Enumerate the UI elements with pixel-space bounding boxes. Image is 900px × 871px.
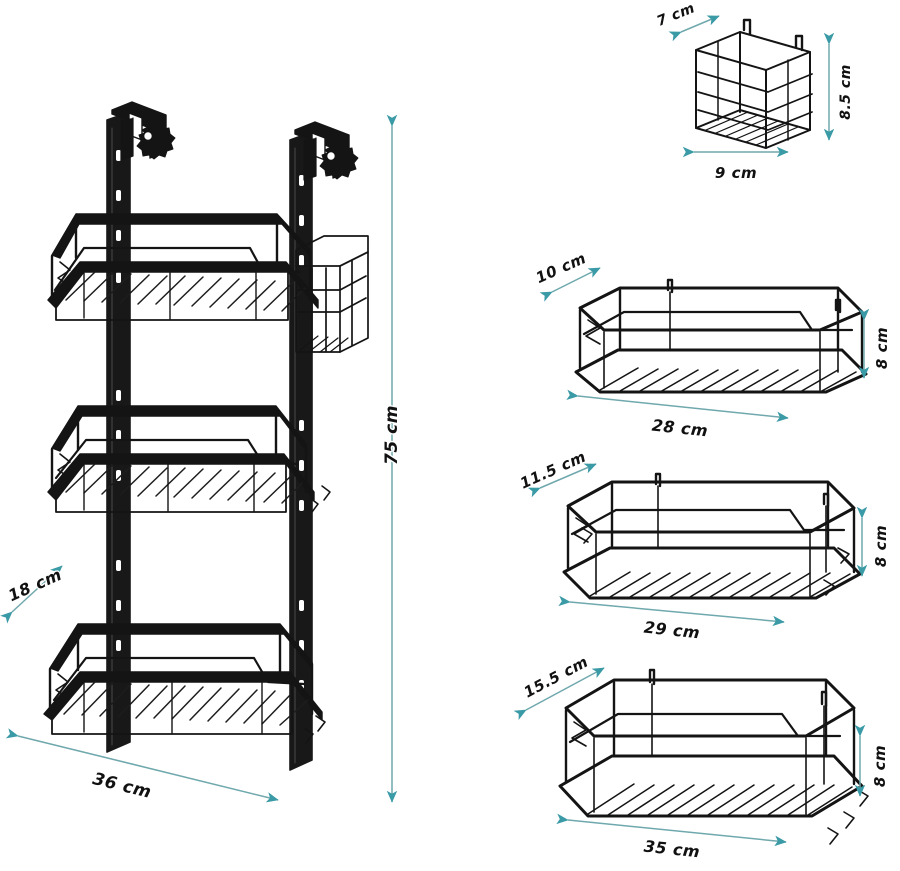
main-rack-top-shelf	[47, 213, 319, 321]
dim-main-depth	[0, 565, 63, 624]
dim-mid-width	[558, 595, 785, 627]
dim-top-depth	[539, 267, 601, 302]
dim-label-basket-height: 8.5 cm	[838, 64, 855, 120]
dim-label-mid-height: 8 cm	[872, 524, 891, 568]
main-rack-left-hanger-clamp	[111, 101, 176, 161]
dim-basket-depth	[668, 15, 720, 42]
dim-label-top-height: 8 cm	[873, 326, 892, 370]
dim-main-width	[5, 728, 279, 803]
main-rack-bottom-shelf	[43, 623, 326, 744]
main-rack-middle-shelf	[47, 405, 331, 513]
dim-label-basket-width: 9 cm	[714, 164, 758, 183]
main-rack-illustration	[43, 101, 369, 771]
dim-bot-width	[556, 813, 787, 847]
main-rack-right-hanger-clamp	[294, 121, 359, 181]
dim-top-width	[566, 389, 789, 423]
main-rack-side-utensil-basket	[295, 235, 369, 353]
dim-bot-depth	[513, 667, 605, 720]
dim-label-bot-height: 8 cm	[871, 744, 890, 788]
dim-mid-depth	[527, 463, 597, 498]
utensil-basket-illustration	[695, 18, 813, 149]
shelf-bottom-illustration	[558, 668, 869, 845]
dim-label-main-height: 75 cm	[382, 405, 403, 465]
